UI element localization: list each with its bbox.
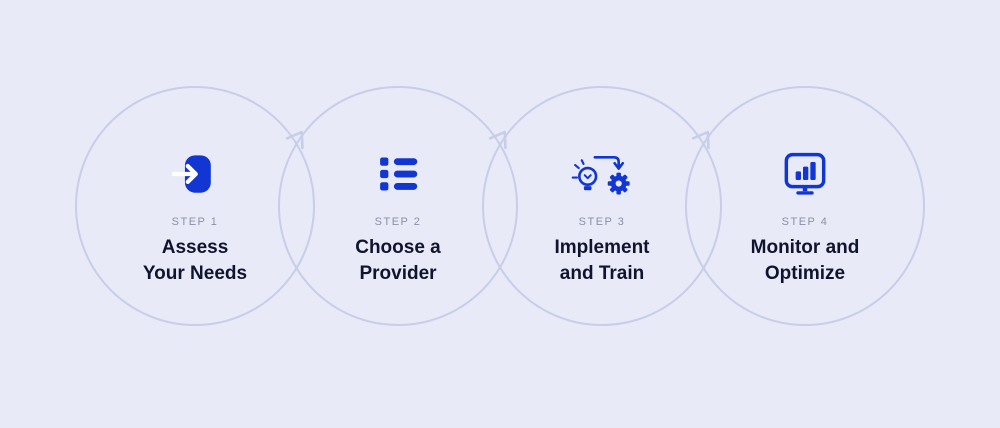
step-circle-3 bbox=[482, 86, 722, 326]
step-label: STEP 2 bbox=[374, 216, 422, 228]
step-icon-wrap bbox=[90, 146, 300, 202]
step-title-line1: Choose a bbox=[355, 237, 441, 258]
step-title-line1: Implement bbox=[554, 237, 650, 258]
step-title-line2: Provider bbox=[359, 262, 437, 284]
step-icon-wrap bbox=[700, 146, 910, 202]
step-title: Assess Your Needs bbox=[90, 235, 300, 286]
step-title: Monitor and Optimize bbox=[700, 235, 910, 286]
step-title-line1: Assess bbox=[161, 237, 229, 258]
step-title-line2: Optimize bbox=[764, 262, 846, 284]
step-block-1: STEP 1 Assess Your Needs bbox=[90, 146, 300, 286]
step-block-3: STEP 3 Implement and Train bbox=[497, 146, 707, 286]
step-label: STEP 1 bbox=[171, 216, 219, 228]
step-circle-1 bbox=[75, 86, 315, 326]
step-circle-4 bbox=[685, 86, 925, 326]
step-block-2: STEP 2 Choose a Provider bbox=[293, 146, 503, 286]
step-icon-wrap bbox=[497, 146, 707, 202]
step-icon-wrap bbox=[293, 146, 503, 202]
step-title-line2: Your Needs bbox=[142, 262, 248, 284]
step-title: Implement and Train bbox=[497, 235, 707, 286]
step-title-line1: Monitor and bbox=[750, 237, 860, 258]
step-circle-2 bbox=[278, 86, 518, 326]
step-label: STEP 4 bbox=[781, 216, 829, 228]
flow-arrow-icon bbox=[691, 130, 710, 150]
list-icon bbox=[380, 157, 418, 191]
sign-in-icon bbox=[172, 155, 211, 193]
step-label: STEP 3 bbox=[578, 216, 626, 228]
bulb-gear-icon bbox=[571, 155, 630, 195]
step-title: Choose a Provider bbox=[293, 235, 503, 286]
flow-arrow-icon bbox=[488, 130, 507, 150]
flow-arrow-icon bbox=[285, 130, 304, 150]
step-block-4: STEP 4 Monitor and Optimize bbox=[700, 146, 910, 286]
step-title-line2: and Train bbox=[559, 262, 645, 284]
monitor-chart-icon bbox=[784, 152, 826, 195]
